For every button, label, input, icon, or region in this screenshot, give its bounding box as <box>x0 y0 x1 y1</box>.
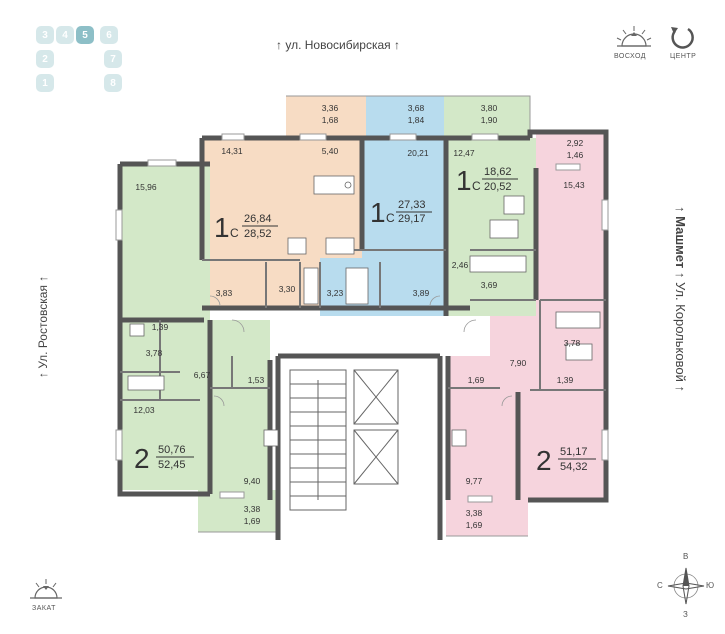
compass-icon <box>667 567 705 605</box>
label-a3-bath: 3,69 <box>481 280 498 290</box>
arrow-up-icon: ↑ <box>394 38 400 52</box>
section-2[interactable]: 2 <box>36 50 54 68</box>
label-a4-room1: 15,96 <box>135 182 157 192</box>
label-bal5-b: 1,46 <box>567 150 584 160</box>
badge-apartment-2: 1 С 27,33 29,17 <box>370 197 432 228</box>
apartment-4[interactable] <box>120 164 270 490</box>
sunrise-icon <box>616 26 652 47</box>
arrow-up-icon: ↑ <box>276 38 282 52</box>
label-a5-store: 1,69 <box>468 375 485 385</box>
label-bal5-a: 2,92 <box>567 138 584 148</box>
label-a2-bath: 3,23 <box>327 288 344 298</box>
svg-text:2: 2 <box>536 445 552 476</box>
label-a2-room: 20,21 <box>407 148 429 158</box>
svg-text:54,32: 54,32 <box>560 461 588 473</box>
section-5[interactable]: 5 <box>76 26 94 44</box>
label-bal2-b: 1,84 <box>408 115 425 125</box>
section-4[interactable]: 4 <box>56 26 74 44</box>
label-bal3-b: 1,90 <box>481 115 498 125</box>
label-a4-room2: 12,03 <box>133 405 155 415</box>
badge-apartment-5: 2 51,17 54,32 <box>536 445 596 476</box>
label-a5-kitchen: 9,77 <box>466 476 483 486</box>
label-bal2-a: 3,68 <box>408 103 425 113</box>
badge-apartment-4: 2 50,76 52,45 <box>134 443 194 474</box>
svg-text:51,17: 51,17 <box>560 446 588 458</box>
balcony-1[interactable] <box>286 96 366 138</box>
label-a1-bath: 3,30 <box>279 284 296 294</box>
balcony-2[interactable] <box>366 96 444 138</box>
section-3[interactable]: 3 <box>36 26 54 44</box>
svg-text:С: С <box>472 179 481 193</box>
label-a4-bath: 3,78 <box>146 348 163 358</box>
svg-text:С: С <box>230 226 239 240</box>
svg-text:18,62: 18,62 <box>484 166 512 178</box>
svg-text:1: 1 <box>370 197 386 228</box>
label-bal1-a: 3,36 <box>322 103 339 113</box>
label-a4-bal-b: 1,69 <box>244 516 261 526</box>
svg-text:28,52: 28,52 <box>244 228 272 240</box>
apartment-5[interactable] <box>448 132 606 500</box>
compass-west: С <box>657 581 664 590</box>
label-a5-bal-a: 3,38 <box>466 508 483 518</box>
section-map: 3 4 5 6 2 7 1 8 <box>28 24 128 94</box>
svg-text:1: 1 <box>456 165 472 196</box>
badge-apartment-1: 1 С 26,84 28,52 <box>214 212 278 243</box>
label-a2-hall: 3,89 <box>413 288 430 298</box>
label-a5-wc: 1,39 <box>557 375 574 385</box>
svg-text:52,45: 52,45 <box>158 459 186 471</box>
sunrise-label: ВОСХОД <box>614 53 647 60</box>
sunset-label: ЗАКАТ <box>32 605 56 612</box>
label-a1-hall: 3,83 <box>216 288 233 298</box>
compass-east: Ю <box>706 581 715 590</box>
svg-text:20,52: 20,52 <box>484 181 512 193</box>
label-a3-room: 12,47 <box>453 148 475 158</box>
balcony-3[interactable] <box>444 96 530 138</box>
label-a4-hall: 6,67 <box>194 370 211 380</box>
section-8[interactable]: 8 <box>104 74 122 92</box>
street-top: ↑ ул. Новосибирская ↑ <box>276 38 400 52</box>
label-a5-room1: 15,43 <box>563 180 585 190</box>
svg-text:27,33: 27,33 <box>398 199 426 211</box>
label-a5-bath: 3,78 <box>564 338 581 348</box>
label-a4-bal-a: 3,38 <box>244 504 261 514</box>
section-7[interactable]: 7 <box>104 50 122 68</box>
label-a1-room: 14,31 <box>221 146 243 156</box>
section-1[interactable]: 1 <box>36 74 54 92</box>
compass-south: З <box>683 610 689 619</box>
label-a5-bal-b: 1,69 <box>466 520 483 530</box>
section-6[interactable]: 6 <box>100 26 118 44</box>
label-a4-wc: 1,39 <box>152 322 169 332</box>
svg-text:50,76: 50,76 <box>158 444 186 456</box>
label-a1-kitchen: 5,40 <box>322 146 339 156</box>
svg-text:2: 2 <box>134 443 150 474</box>
svg-text:С: С <box>386 211 395 225</box>
center-label: ЦЕНТР <box>670 53 697 60</box>
label-bal1-b: 1,68 <box>322 115 339 125</box>
label-bal3-a: 3,80 <box>481 103 498 113</box>
svg-text:29,17: 29,17 <box>398 213 426 225</box>
label-a4-kitchen: 9,40 <box>244 476 261 486</box>
label-a5-hall: 7,90 <box>510 358 527 368</box>
svg-text:1: 1 <box>214 212 230 243</box>
svg-text:26,84: 26,84 <box>244 213 272 225</box>
center-icon <box>671 27 694 49</box>
badge-apartment-3: 1 С 18,62 20,52 <box>456 165 518 196</box>
compass-north: В <box>683 552 689 561</box>
sunset-icon <box>30 579 62 599</box>
label-a3-hall: 2,46 <box>452 260 469 270</box>
label-a4-store: 1,53 <box>248 375 265 385</box>
